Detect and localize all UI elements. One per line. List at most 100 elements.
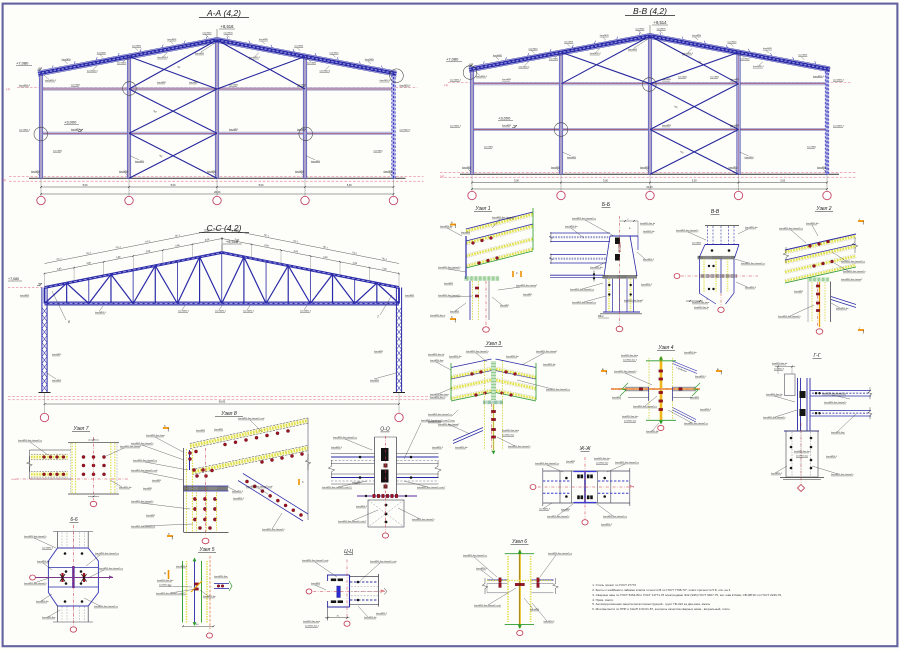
svg-text:Узел 8: Узел 8 (221, 411, 237, 417)
svg-text:болтМ20 4шт белкаТч: болтМ20 4шт белкаТч (131, 443, 154, 445)
svg-text:3,06: 3,06 (293, 251, 298, 254)
svg-text:болтМ20 4шт б: болтМ20 4шт б (430, 397, 446, 399)
svg-text:болтМ20 4шт белкаТч таб.7: болтМ20 4шт белкаТч таб.7 (338, 521, 367, 523)
svg-text:ФБ-1: ФБ-1 (598, 315, 604, 318)
svg-text:болтМ20 4ш: болтМ20 4ш (643, 231, 655, 233)
svg-text:болтМ20 4шт белкаТч т: болтМ20 4шт белкаТч т (131, 526, 155, 528)
svg-text:болтМ20 4шт белкаТч: болтМ20 4шт белкаТч (824, 402, 847, 404)
svg-text:болтМ20: болтМ20 (745, 157, 755, 159)
svg-text:болтМ20 4шт белкаТч таб.71: болтМ20 4шт белкаТч таб.71 (322, 487, 352, 489)
svg-text:болтМ20 4шт белк: болтМ20 4шт белк (430, 394, 449, 396)
svg-text:+9,514: +9,514 (654, 20, 668, 25)
svg-text:болтМ20 4шт б: болтМ20 4шт б (305, 626, 320, 628)
svg-text:г: г (859, 218, 860, 221)
svg-text:болтМ20 4шт белкаТч: болтМ20 4шт белкаТч (843, 271, 866, 273)
svg-text:болтМ20: болтМ20 (31, 171, 41, 173)
svg-text:болтМ20: болтМ20 (657, 28, 667, 30)
svg-text:+9,518: +9,518 (226, 239, 239, 244)
svg-text:ПС-1: ПС-1 (86, 252, 92, 255)
svg-text:болтМ20 4: болтМ20 4 (745, 287, 757, 289)
svg-text:болтМ20 4ш: болтМ20 4ш (37, 561, 50, 563)
svg-text:болтМ20: болтМ20 (710, 77, 720, 79)
svg-text:болтМ20 4шт белкаТч: болтМ20 4шт белкаТч (24, 583, 47, 585)
svg-text:болтМ20: болтМ20 (612, 397, 622, 399)
svg-text:6-6: 6-6 (70, 517, 77, 523)
svg-text:болтМ20: болтМ20 (311, 161, 321, 163)
svg-text:болтМ20: болтМ20 (384, 171, 394, 173)
svg-text:болтМ20: болтМ20 (692, 243, 702, 245)
svg-text:болтМ20 4шт: болтМ20 4шт (831, 432, 845, 434)
svg-text:болтМ20: болтМ20 (405, 295, 415, 297)
svg-text:болтМ20 4: болтМ20 4 (813, 76, 825, 78)
svg-text:болтМ20 4: болтМ20 4 (682, 53, 694, 55)
svg-text:болтМ20: болтМ20 (214, 429, 224, 431)
svg-text:болтМ20 4ш: болтМ20 4ш (364, 617, 377, 619)
svg-text:С-С (4,2): С-С (4,2) (207, 223, 242, 233)
svg-text:болтМ20: болтМ20 (329, 52, 339, 54)
svg-text:болтМ20 4: болтМ20 4 (232, 491, 244, 493)
svg-text:болтМ20 4шт: болтМ20 4шт (159, 585, 171, 587)
svg-text:болтМ20 4шт белкаТч таб.71 сеч: болтМ20 4шт белкаТч таб.71 сеч (421, 420, 455, 422)
svg-text:болтМ20 4шт белкаТч т: болтМ20 4шт белкаТч т (94, 606, 118, 608)
svg-text:5,00: 5,00 (514, 179, 519, 182)
svg-text:3,06: 3,06 (323, 257, 328, 260)
svg-text:болтМ20: болтМ20 (20, 295, 30, 297)
svg-text:болтМ20 4ш: болтМ20 4ш (455, 447, 468, 449)
svg-text:болтМ20 4шт белкаТч т: болтМ20 4шт белкаТч т (546, 389, 570, 391)
svg-text:6. Монтаж вести по ППР и СНиП: 6. Монтаж вести по ППР и СНиП 3.03.01-87… (592, 607, 730, 611)
svg-text:+7,080: +7,080 (8, 277, 19, 281)
svg-text:ПС-1: ПС-1 (352, 252, 358, 255)
svg-text:ПС-1: ПС-1 (382, 258, 388, 261)
svg-text:болтМ20: болтМ20 (97, 52, 107, 54)
svg-text:+8,516: +8,516 (221, 24, 235, 29)
svg-text:.75.: .75. (336, 615, 340, 617)
svg-text:болтМ20 4: болтМ20 4 (249, 57, 261, 59)
svg-text:болтМ20 4шт белкаТч т: болтМ20 4шт белкаТч т (779, 228, 803, 230)
svg-text:О-О: О-О (380, 427, 390, 433)
svg-text:болтМ20 4шт белкаТч т: болтМ20 4шт белкаТч т (95, 553, 119, 555)
svg-text:болтМ20: болтМ20 (662, 79, 672, 81)
svg-text:болтМ20 4шт: болтМ20 4шт (624, 421, 636, 423)
svg-text:б: б (302, 481, 304, 484)
svg-text:болтМ20 4шт белкаТч т: болтМ20 4шт белкаТч т (548, 553, 572, 555)
svg-text:болтМ20 4шт белкаТч т: болтМ20 4шт белкаТч т (684, 423, 708, 425)
svg-text:болтМ20 4шт: болтМ20 4шт (430, 360, 444, 362)
svg-text:.5.: .5. (706, 299, 709, 301)
svg-text:5,00: 5,00 (692, 179, 697, 182)
svg-text:болтМ20: болтМ20 (529, 48, 539, 50)
svg-text:болтМ20: болтМ20 (119, 171, 129, 173)
svg-text:болтМ20 4шт белкаТ: болтМ20 4шт белкаТ (516, 285, 538, 287)
svg-text:5,00: 5,00 (780, 179, 785, 182)
svg-text:болтМ20 4: болтМ20 4 (176, 566, 188, 568)
svg-text:болтМ20 4: болтМ20 4 (95, 312, 107, 314)
svg-text:болтМ20 4шт бел: болтМ20 4шт бел (157, 580, 174, 582)
svg-text:болтМ20 4шт: болтМ20 4шт (42, 617, 56, 619)
svg-text:болтМ20 4шт белкаТч: болтМ20 4шт белкаТч (614, 371, 637, 373)
svg-text:болтМ20: болтМ20 (741, 58, 751, 60)
svg-text:болтМ20 4ш: болтМ20 4ш (745, 227, 758, 229)
svg-text:болтМ20 4: болтМ20 4 (476, 76, 488, 78)
svg-text:болтМ20 4шт белкаТч т: болтМ20 4шт белкаТч т (428, 414, 452, 416)
svg-text:болтМ20 4шт белкаТч таб: болтМ20 4шт белкаТч таб (370, 561, 397, 563)
svg-text:болтМ20: болтМ20 (692, 35, 702, 37)
svg-text:болтМ20 4шт белкаТч: болтМ20 4шт белкаТч (778, 316, 801, 318)
svg-text:болтМ20 4: болтМ20 4 (450, 80, 462, 82)
svg-text:Ж-Ж: Ж-Ж (579, 446, 591, 452)
svg-text:20,00: 20,00 (646, 186, 653, 189)
svg-text:болтМ20 4шт: болтМ20 4шт (214, 576, 228, 578)
svg-text:болтМ20 4шт белкаТч т: болтМ20 4шт белкаТч т (99, 568, 123, 570)
svg-text:болтМ20 4шт бе: болтМ20 4шт бе (766, 394, 783, 396)
svg-text:болтМ20 4: болтМ20 4 (19, 129, 31, 131)
svg-text:Узел 1: Узел 1 (475, 206, 490, 212)
svg-text:г: г (859, 327, 860, 330)
svg-text:3,06: 3,06 (382, 268, 387, 271)
svg-text:болтМ20 4: болтМ20 4 (319, 70, 331, 72)
svg-text:болтМ20: болтМ20 (730, 79, 740, 81)
svg-text:болтМ20 4шт белк: болтМ20 4шт белк (502, 430, 519, 432)
svg-text:болтМ20 4ш: болтМ20 4ш (203, 596, 216, 598)
svg-text:болтМ20: болтМ20 (798, 55, 808, 57)
svg-text:болтМ20 4ш: болтМ20 4ш (590, 267, 603, 269)
svg-text:болтМ20 4шт белкаТч: болтМ20 4шт белкаТч (492, 217, 515, 219)
svg-text:болтМ20: болтМ20 (146, 515, 156, 517)
svg-text:болтМ20: болтМ20 (71, 85, 81, 87)
